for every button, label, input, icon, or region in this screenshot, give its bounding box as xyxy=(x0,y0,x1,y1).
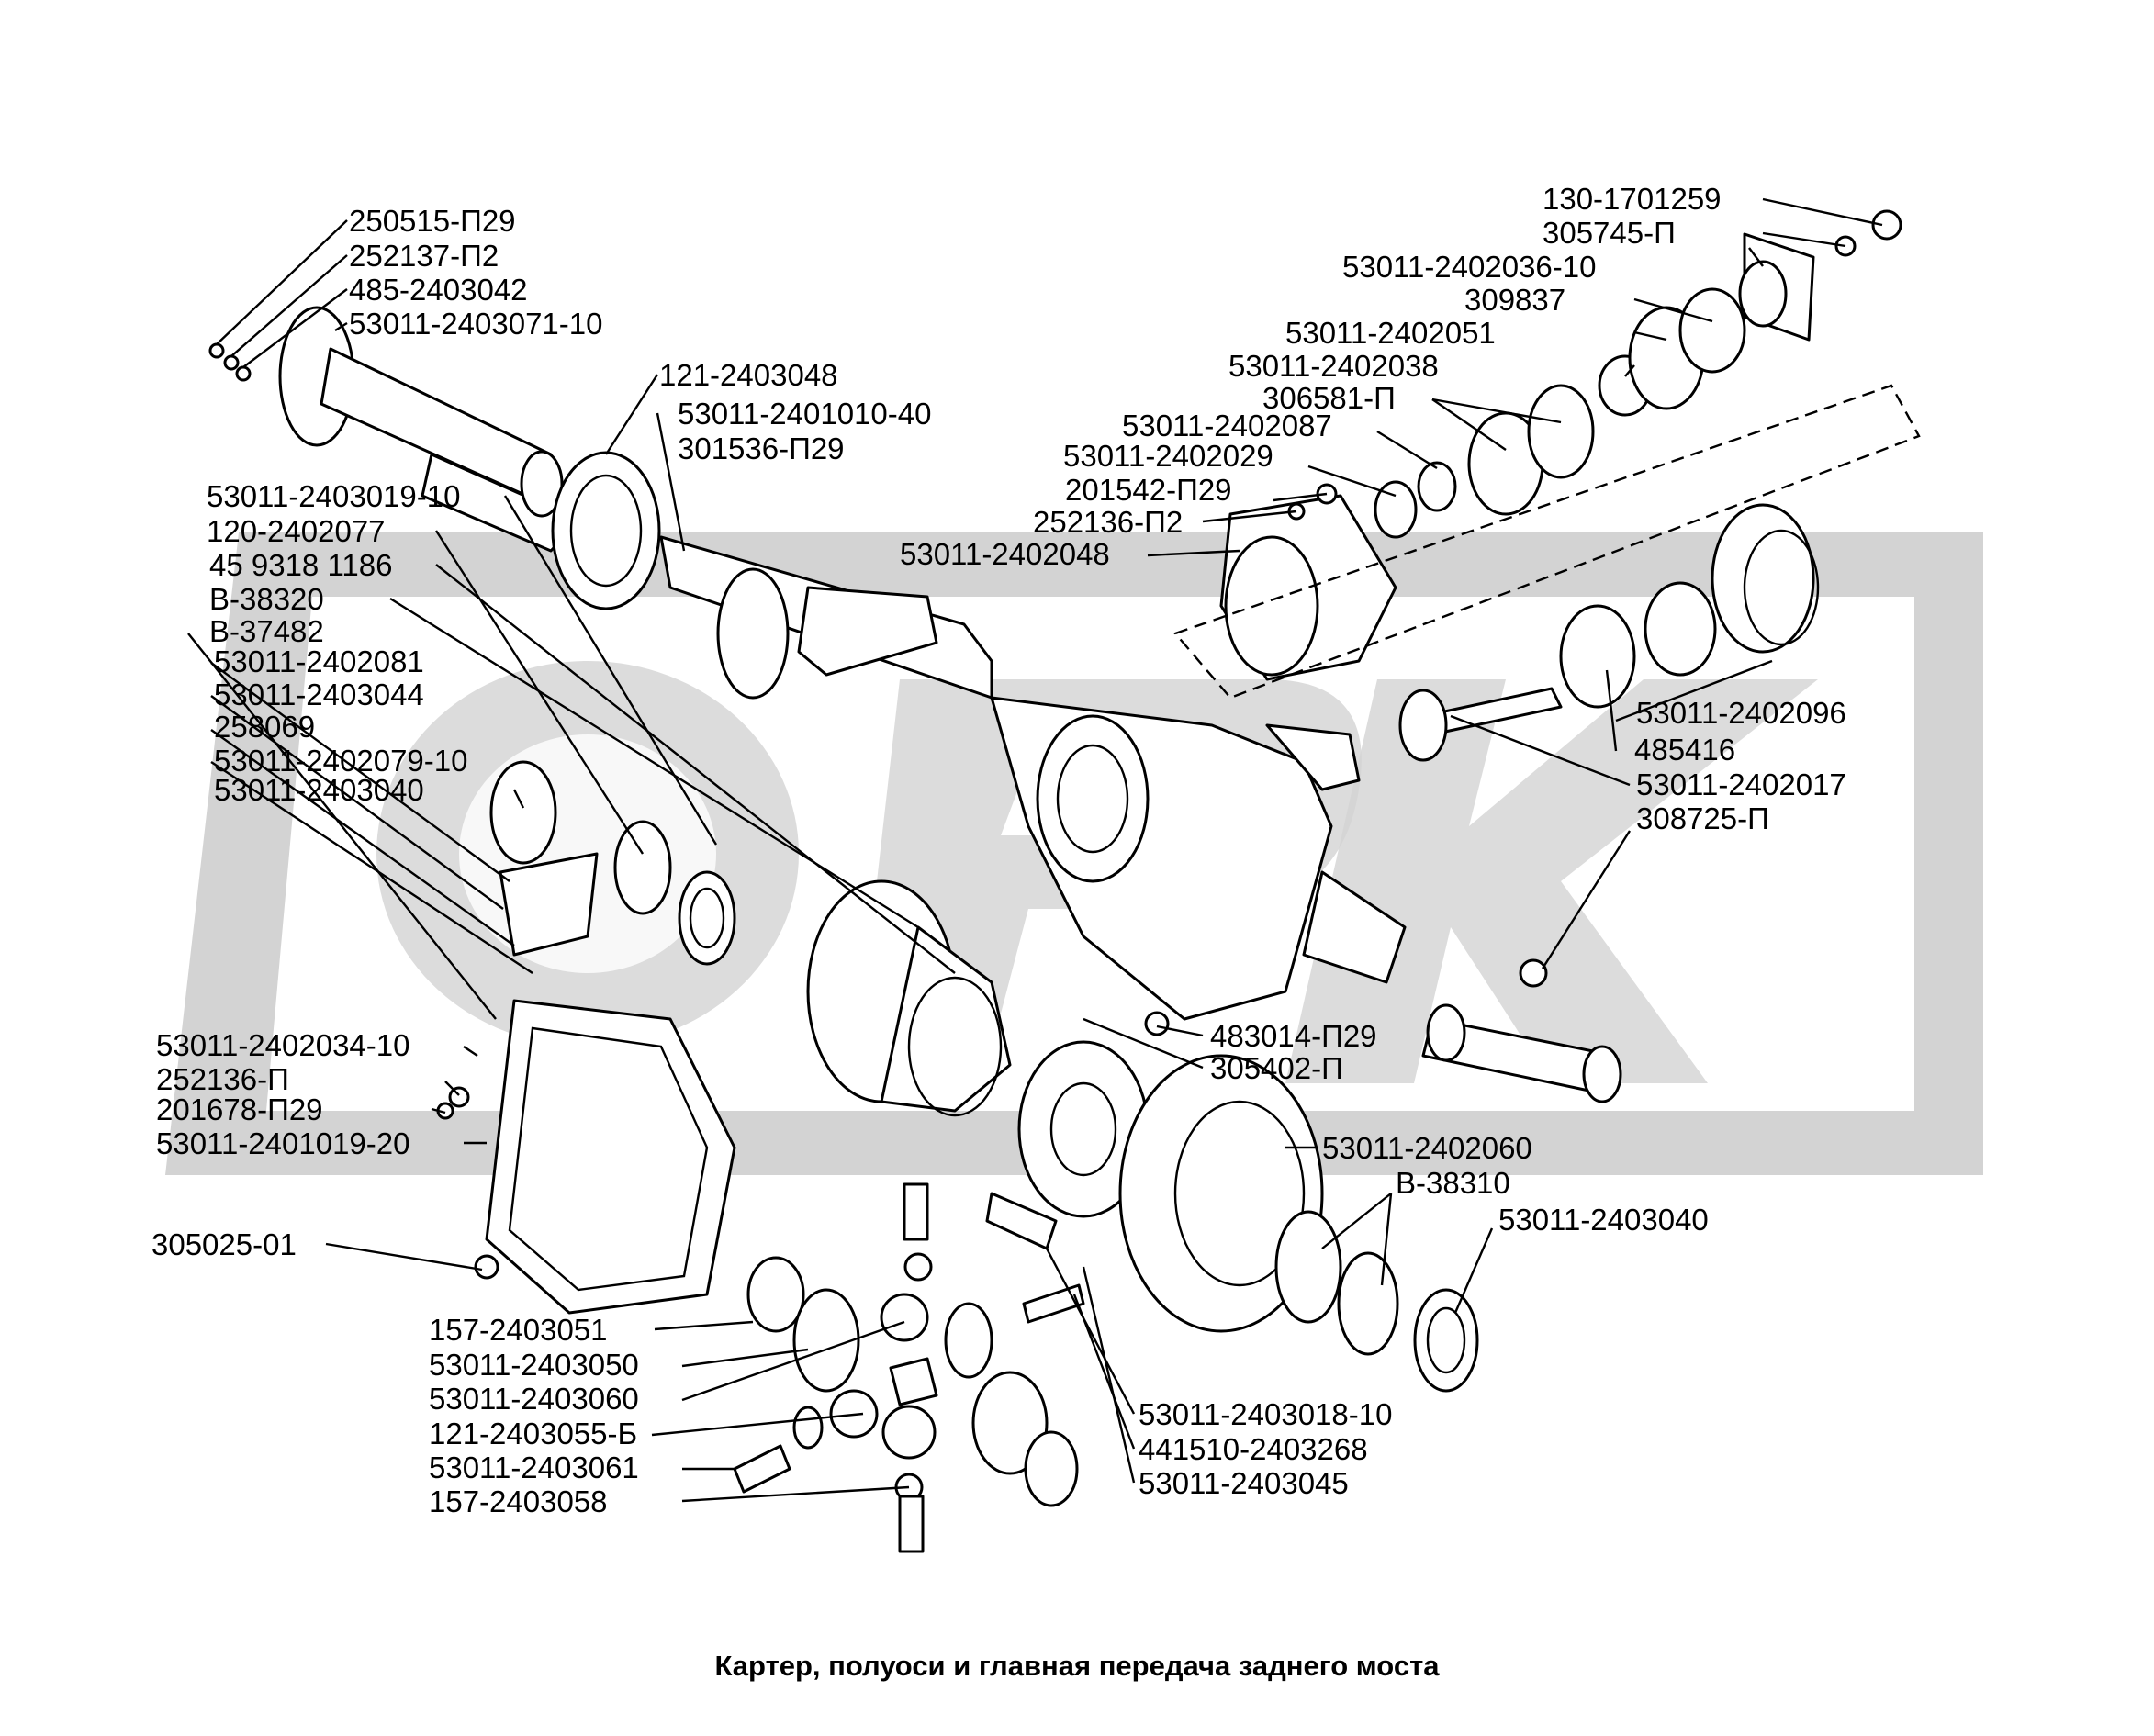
part-label: 306581-П xyxy=(1262,381,1396,415)
part-label: 53011-2403040 xyxy=(214,773,424,807)
part-label: 53011-2403045 xyxy=(1139,1466,1349,1500)
part-label: 53011-2402036-10 xyxy=(1342,250,1596,284)
part-label: 252136-П2 xyxy=(1033,505,1183,539)
dashed-outline xyxy=(1172,384,1921,700)
part-label: 252136-П xyxy=(156,1062,289,1096)
part-label: 483014-П29 xyxy=(1210,1019,1377,1053)
part-labels: 250515-П29 252137-П2 485-2403042 53011-2… xyxy=(151,182,1846,1518)
part-label: 53011-2403019-10 xyxy=(207,479,460,513)
part-label: 301536-П29 xyxy=(678,431,845,465)
part-label: 53011-2403071-10 xyxy=(349,307,602,341)
part-label: 309837 xyxy=(1464,283,1565,317)
part-label: 305025-01 xyxy=(151,1227,297,1261)
parts-drawing xyxy=(208,209,1921,1553)
part-label: 121-2403048 xyxy=(659,358,838,392)
part-label: 53011-2402038 xyxy=(1228,349,1439,383)
part-label: 305402-П xyxy=(1210,1051,1343,1085)
diagram-caption: Картер, полуоси и главная передача задне… xyxy=(715,1650,1441,1682)
part-label: 305745-П xyxy=(1543,216,1676,250)
part-label: 53011-2401010-40 xyxy=(678,397,931,431)
part-label: 53011-2403044 xyxy=(214,678,424,711)
part-label: 53011-2403018-10 xyxy=(1139,1397,1392,1431)
part-label: 201678-П29 xyxy=(156,1092,323,1126)
part-label: 53011-2402048 xyxy=(900,537,1110,571)
part-label: 485-2403042 xyxy=(349,273,528,307)
part-label: 130-1701259 xyxy=(1543,182,1722,216)
part-label: 121-2403055-Б xyxy=(429,1417,637,1450)
pinion-carrier xyxy=(1219,209,1902,681)
diff-internals xyxy=(733,1182,1085,1553)
part-label: 485416 xyxy=(1634,733,1735,767)
part-label: 157-2403051 xyxy=(429,1313,608,1347)
part-label: 45 9318 1186 xyxy=(209,548,392,582)
diff-bearing-left xyxy=(489,760,736,966)
part-label: 53011-2402051 xyxy=(1285,316,1496,350)
part-label: 53011-2402081 xyxy=(214,644,424,678)
watermark-letter-k xyxy=(1285,679,1818,1083)
part-label: 53011-2403050 xyxy=(429,1348,639,1382)
part-label: 441510-2403268 xyxy=(1139,1432,1368,1466)
part-label: В-38310 xyxy=(1396,1166,1510,1200)
part-label: 157-2403058 xyxy=(429,1484,608,1518)
axle-housing xyxy=(659,535,1622,1103)
pinion-assembly xyxy=(1398,503,1820,762)
part-label: 53011-2402096 xyxy=(1636,696,1846,730)
part-label: 120-2402077 xyxy=(207,514,386,548)
part-label: 53011-2402079-10 xyxy=(214,744,467,778)
part-label: 53011-2403040 xyxy=(1498,1203,1709,1237)
leader-lines xyxy=(187,197,1883,1503)
diff-case xyxy=(806,879,1150,1218)
part-label: В-38320 xyxy=(209,582,324,616)
part-label: 308725-П xyxy=(1636,801,1769,835)
part-label: 53011-2402034-10 xyxy=(156,1028,409,1062)
part-label: 250515-П29 xyxy=(349,204,516,238)
crown-gear xyxy=(1118,1054,1479,1393)
part-label: 252137-П2 xyxy=(349,239,499,273)
part-label: 258069 xyxy=(214,710,315,744)
part-label: 53011-2403061 xyxy=(429,1450,639,1484)
part-label: 53011-2401019-20 xyxy=(156,1126,409,1160)
part-label: 53011-2403060 xyxy=(429,1382,639,1416)
part-label: 53011-2402087 xyxy=(1122,409,1332,442)
part-label: 201542-П29 xyxy=(1065,473,1232,507)
part-label: 53011-2402060 xyxy=(1322,1131,1532,1165)
part-label: 53011-2402017 xyxy=(1636,767,1846,801)
part-label: 53011-2402029 xyxy=(1063,439,1273,473)
part-label: В-37482 xyxy=(209,614,324,648)
